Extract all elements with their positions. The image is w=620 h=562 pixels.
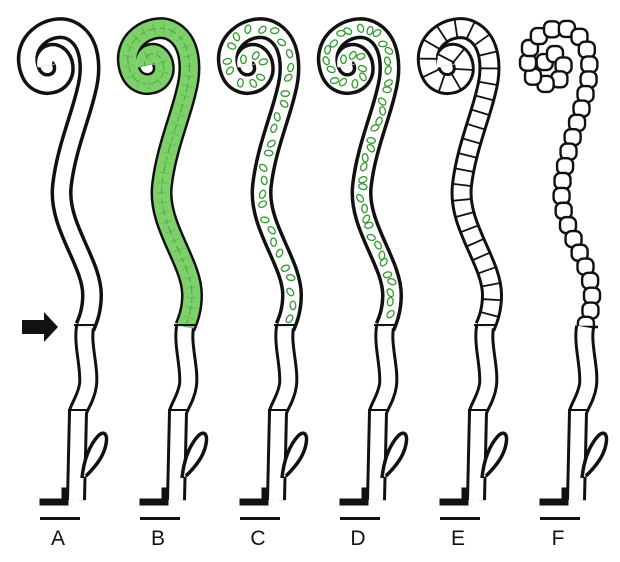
panel-d: [322, 23, 407, 520]
pointer-arrow: [22, 312, 58, 342]
panel-label-f: F: [538, 527, 578, 551]
panel-e: [418, 19, 507, 520]
bead: [584, 288, 600, 304]
base-line: [40, 517, 80, 520]
base-foot: [240, 488, 268, 505]
panel-b: [128, 28, 207, 520]
filament-lumen: [428, 28, 492, 327]
filament-lumen: [128, 28, 192, 327]
base-foot: [540, 488, 568, 505]
base-foot: [340, 488, 368, 505]
bead: [555, 173, 571, 189]
bead: [554, 188, 570, 204]
panel-label-d: D: [338, 527, 378, 551]
bead: [582, 273, 598, 289]
base-line: [140, 517, 180, 520]
panel-f: [520, 21, 606, 520]
base-line: [540, 517, 580, 520]
bead: [581, 56, 597, 72]
panel-label-c: C: [238, 527, 278, 551]
panel-label-b: B: [138, 527, 178, 551]
panel-a: [28, 28, 107, 520]
base-foot: [40, 488, 68, 505]
panel-label-e: E: [438, 527, 478, 551]
panel-label-a: A: [38, 527, 78, 551]
cell-wall: [454, 69, 474, 70]
base-foot: [140, 488, 168, 505]
base-foot: [440, 488, 468, 505]
base-line: [440, 517, 480, 520]
bead: [544, 21, 560, 37]
panel-c: [223, 25, 307, 520]
cell-wall: [482, 299, 502, 300]
base-line: [340, 517, 380, 520]
base-line: [240, 517, 280, 520]
